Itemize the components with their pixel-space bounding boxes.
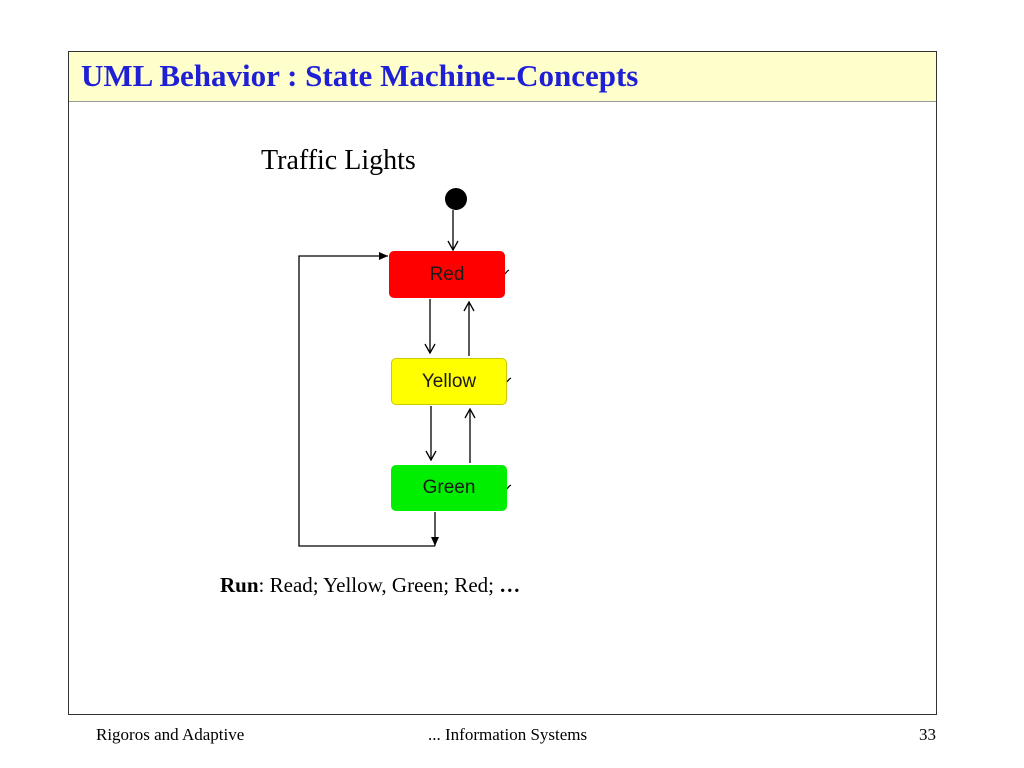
slide-frame: UML Behavior : State Machine--Concepts [68, 51, 937, 715]
run-ellipsis: … [499, 573, 521, 597]
footer-left: Rigoros and Adaptive [96, 725, 245, 744]
state-green-label: Green [422, 477, 476, 498]
diagram-title: Traffic Lights [261, 145, 416, 176]
run-sequence: Run: Read; Yellow, Green; Red; … [220, 573, 520, 598]
state-green[interactable]: Green [391, 465, 507, 511]
self-transition-red [504, 269, 510, 275]
transition-green-to-red-loop [298, 252, 435, 547]
self-transition-yellow [506, 377, 512, 383]
state-red-label: Red [429, 263, 465, 285]
slide-title: UML Behavior : State Machine--Concepts [81, 58, 639, 93]
initial-state-node [445, 188, 467, 210]
footer-center: ... Information Systems [428, 725, 588, 744]
run-label: Run [220, 573, 259, 597]
self-transition-green [506, 484, 512, 490]
state-yellow-label: Yellow [421, 370, 477, 392]
state-yellow[interactable]: Yellow [391, 358, 507, 405]
page-number: 33 [919, 725, 936, 744]
state-red[interactable]: Red [389, 251, 505, 298]
run-sequence-text: : Read; Yellow, Green; Red; [258, 573, 500, 597]
title-bar: UML Behavior : State Machine--Concepts [69, 52, 936, 102]
